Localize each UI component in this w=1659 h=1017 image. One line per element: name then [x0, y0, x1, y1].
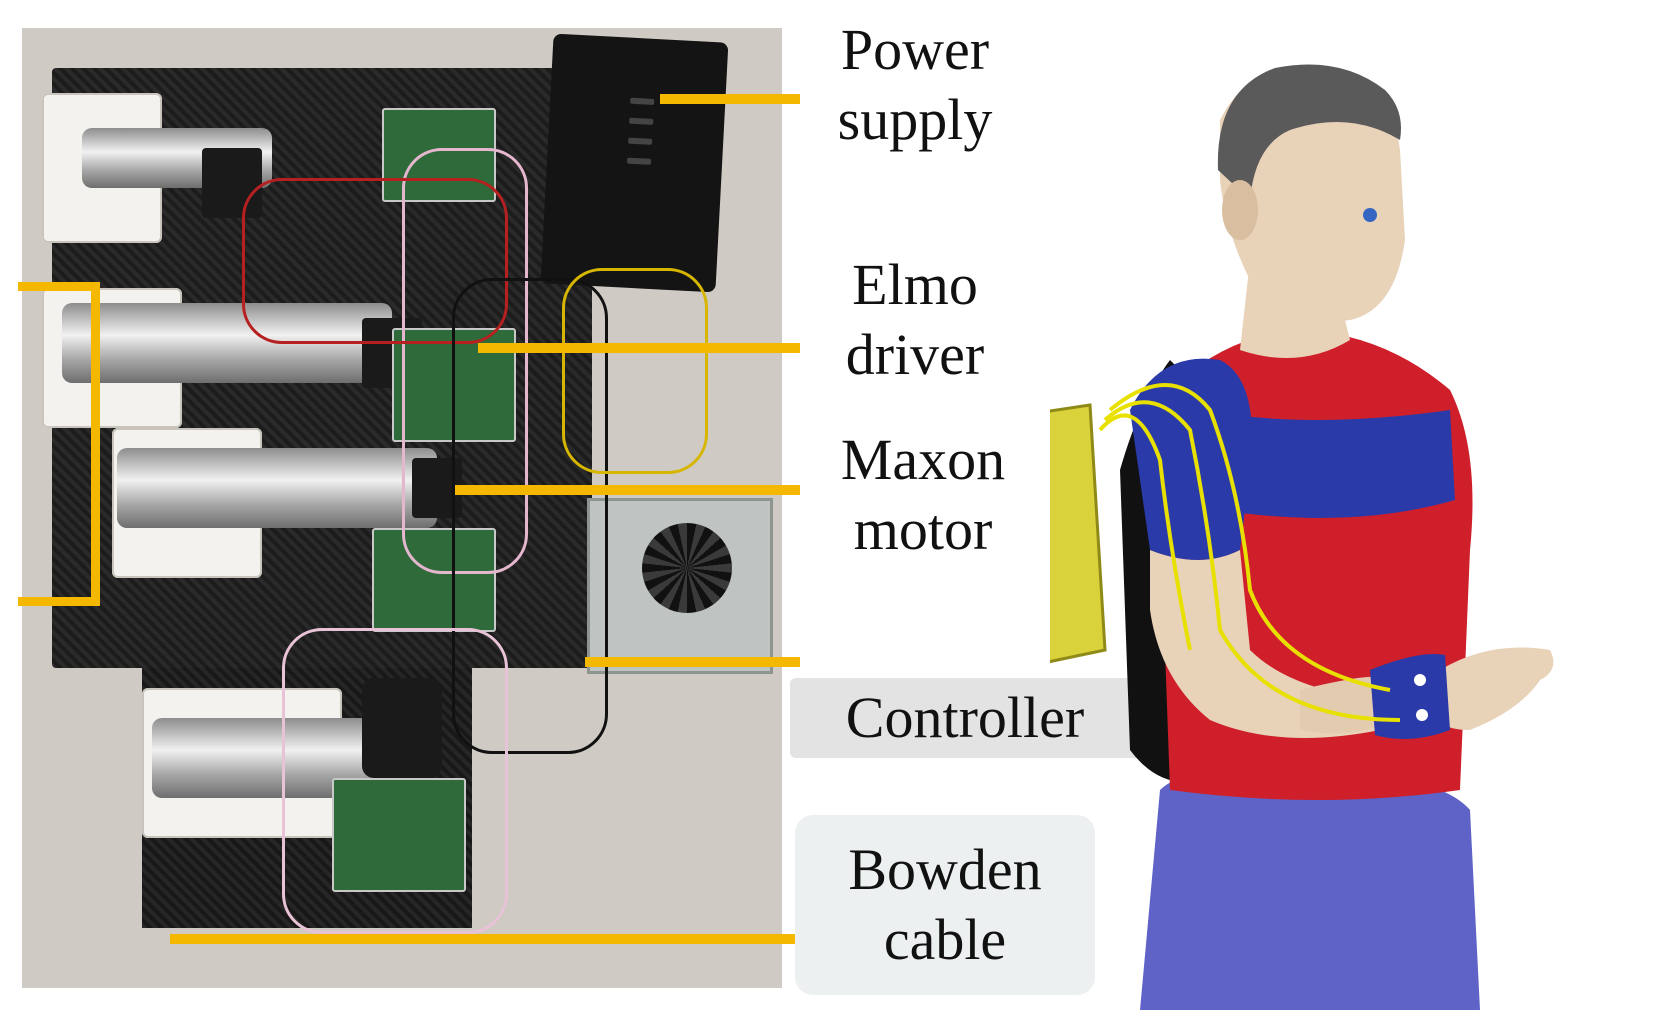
shirt-sleeve — [1130, 358, 1252, 560]
wire-pink-lower — [282, 628, 508, 934]
wire-black — [452, 278, 608, 754]
cuff-sensor-1 — [1414, 674, 1426, 686]
motor-cap-4 — [362, 678, 442, 778]
shirt-chest-band — [1200, 410, 1455, 518]
human-exosuit-illustration — [1050, 64, 1554, 1010]
controller-fan — [642, 523, 732, 613]
leader-bowden-cable — [170, 934, 800, 944]
label-controller: Controller — [790, 678, 1140, 758]
label-power-supply: Power supply — [837, 17, 993, 152]
leader-elmo-driver — [478, 343, 800, 353]
eye — [1363, 208, 1377, 222]
label-bowden-cable: Bowden cable — [795, 815, 1095, 995]
driver-board-4 — [332, 778, 466, 892]
wire-red — [242, 178, 508, 344]
hair — [1217, 64, 1401, 200]
label-elmo-driver: Elmo driver — [845, 252, 985, 387]
hand — [1440, 647, 1554, 730]
wrist-cuff — [1370, 654, 1450, 739]
leader-controller — [585, 657, 800, 667]
actuator-bracket — [18, 282, 100, 606]
actuator-shaft-3 — [117, 448, 437, 528]
wire-yellow — [562, 268, 708, 474]
ear — [1222, 180, 1258, 240]
bowden-cable-3 — [1098, 413, 1192, 651]
leader-power-supply — [660, 94, 800, 104]
label-maxon-motor: Maxon motor — [840, 427, 1006, 562]
leader-maxon-motor — [455, 485, 800, 495]
bowden-cable-1 — [1108, 383, 1391, 692]
cuff-sensor-2 — [1416, 709, 1428, 721]
wire-pink — [402, 148, 528, 574]
power-supply-box — [540, 33, 729, 293]
hardware-photo — [22, 28, 782, 988]
pants — [1140, 767, 1480, 1010]
bowden-cable-2 — [1103, 400, 1401, 722]
backpack-case — [1050, 403, 1107, 664]
